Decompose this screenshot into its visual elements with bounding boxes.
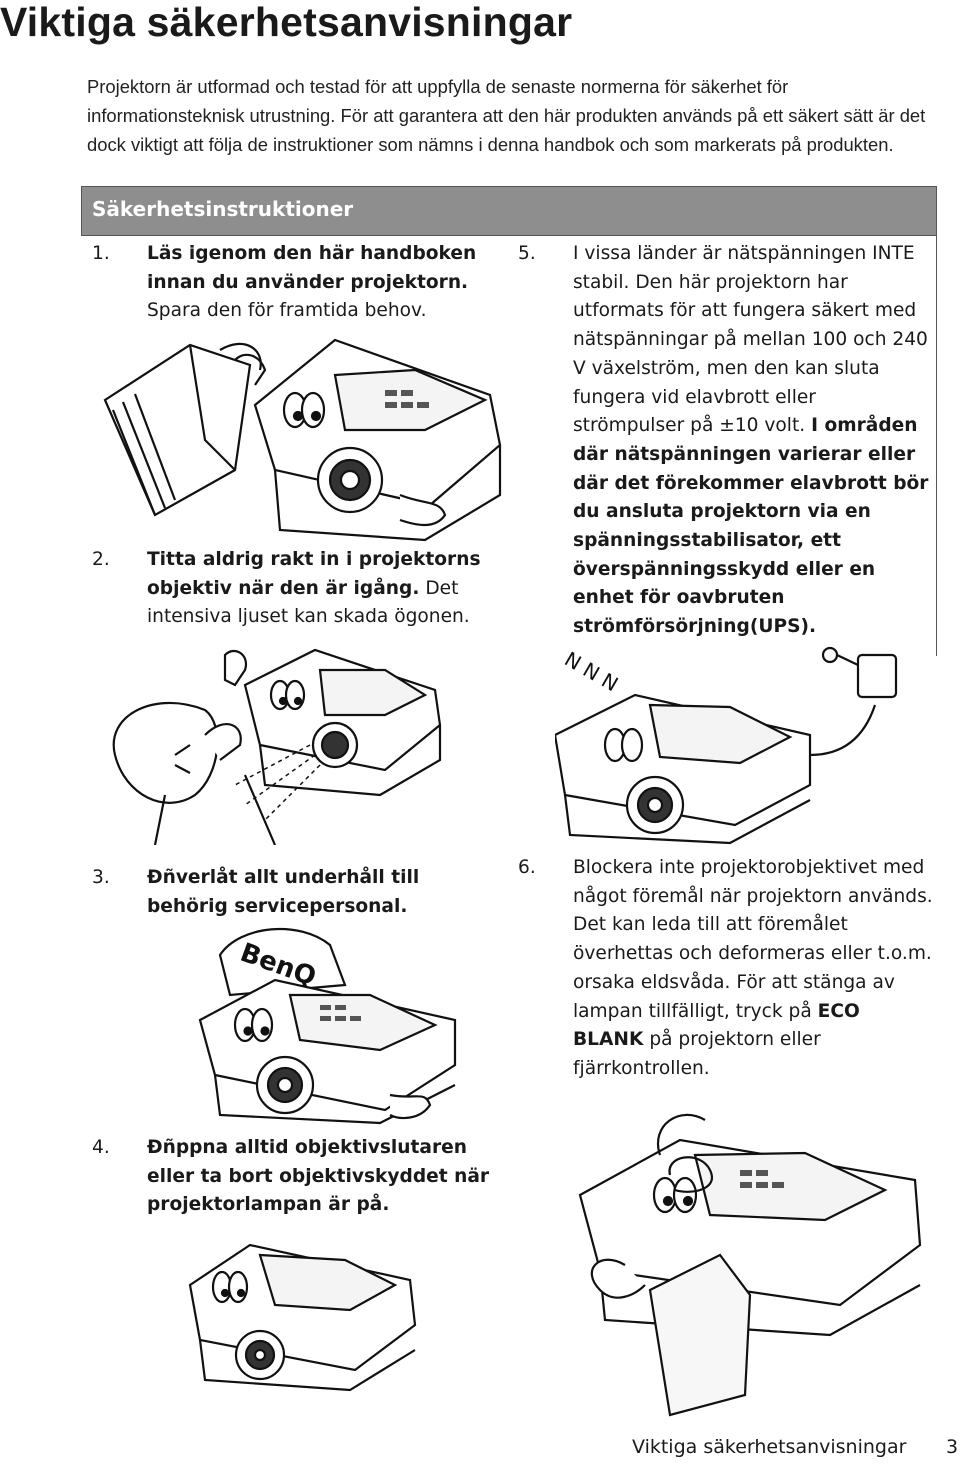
eye-warning-illustration (112, 648, 442, 845)
footer-title: Viktiga säkerhetsanvisningar (632, 1436, 907, 1458)
section-border (936, 186, 937, 656)
section-header (81, 186, 937, 236)
item-number: 3. (92, 867, 110, 888)
lens-cover-projector-illustration (188, 1243, 417, 1392)
item-text: Spara den för framtida behov. (147, 300, 427, 322)
item-number: 1. (92, 243, 110, 264)
item-bold-text: Titta aldrig rakt in i projektorns objek… (147, 549, 481, 599)
item-bold-text: I områden där nätspänningen varierar ell… (573, 415, 929, 638)
page-title: Viktiga säkerhetsanvisningar (0, 0, 573, 45)
power-projector-illustration: N N N (555, 647, 898, 845)
blocked-lens-illustration (578, 1113, 922, 1417)
sleep-letters: N N N (560, 647, 622, 697)
item-bold-text: Läs igenom den här handboken innan du an… (147, 243, 477, 293)
item-number: 2. (92, 549, 110, 570)
page-number: 3 (946, 1436, 959, 1458)
service-projector-illustration: BenQ (198, 927, 457, 1125)
item-bold-text: Ðñverlåt allt underhåll till behörig ser… (147, 867, 420, 917)
section-title: Säkerhetsinstruktioner (92, 197, 354, 221)
item-text: på projektorn eller fjärrkontrollen. (573, 1029, 821, 1079)
item-number: 4. (92, 1137, 110, 1158)
reading-projector-illustration (103, 338, 502, 542)
item-bold-text: Ðñppna alltid objektivslutaren eller ta … (147, 1137, 490, 1216)
item-text: I vissa länder är nätspänningen INTE sta… (573, 243, 928, 437)
intro-paragraph: Projektorn är utformad och testad för at… (87, 76, 926, 155)
item-number: 6. (518, 857, 536, 878)
item-text: Det intensiva ljuset kan skada ögonen. (147, 577, 470, 628)
item-number: 5. (518, 243, 536, 264)
item-bold-text: ECO BLANK (573, 1000, 860, 1051)
item-text: Blockera inte projektorobjektivet med nå… (573, 857, 933, 1022)
